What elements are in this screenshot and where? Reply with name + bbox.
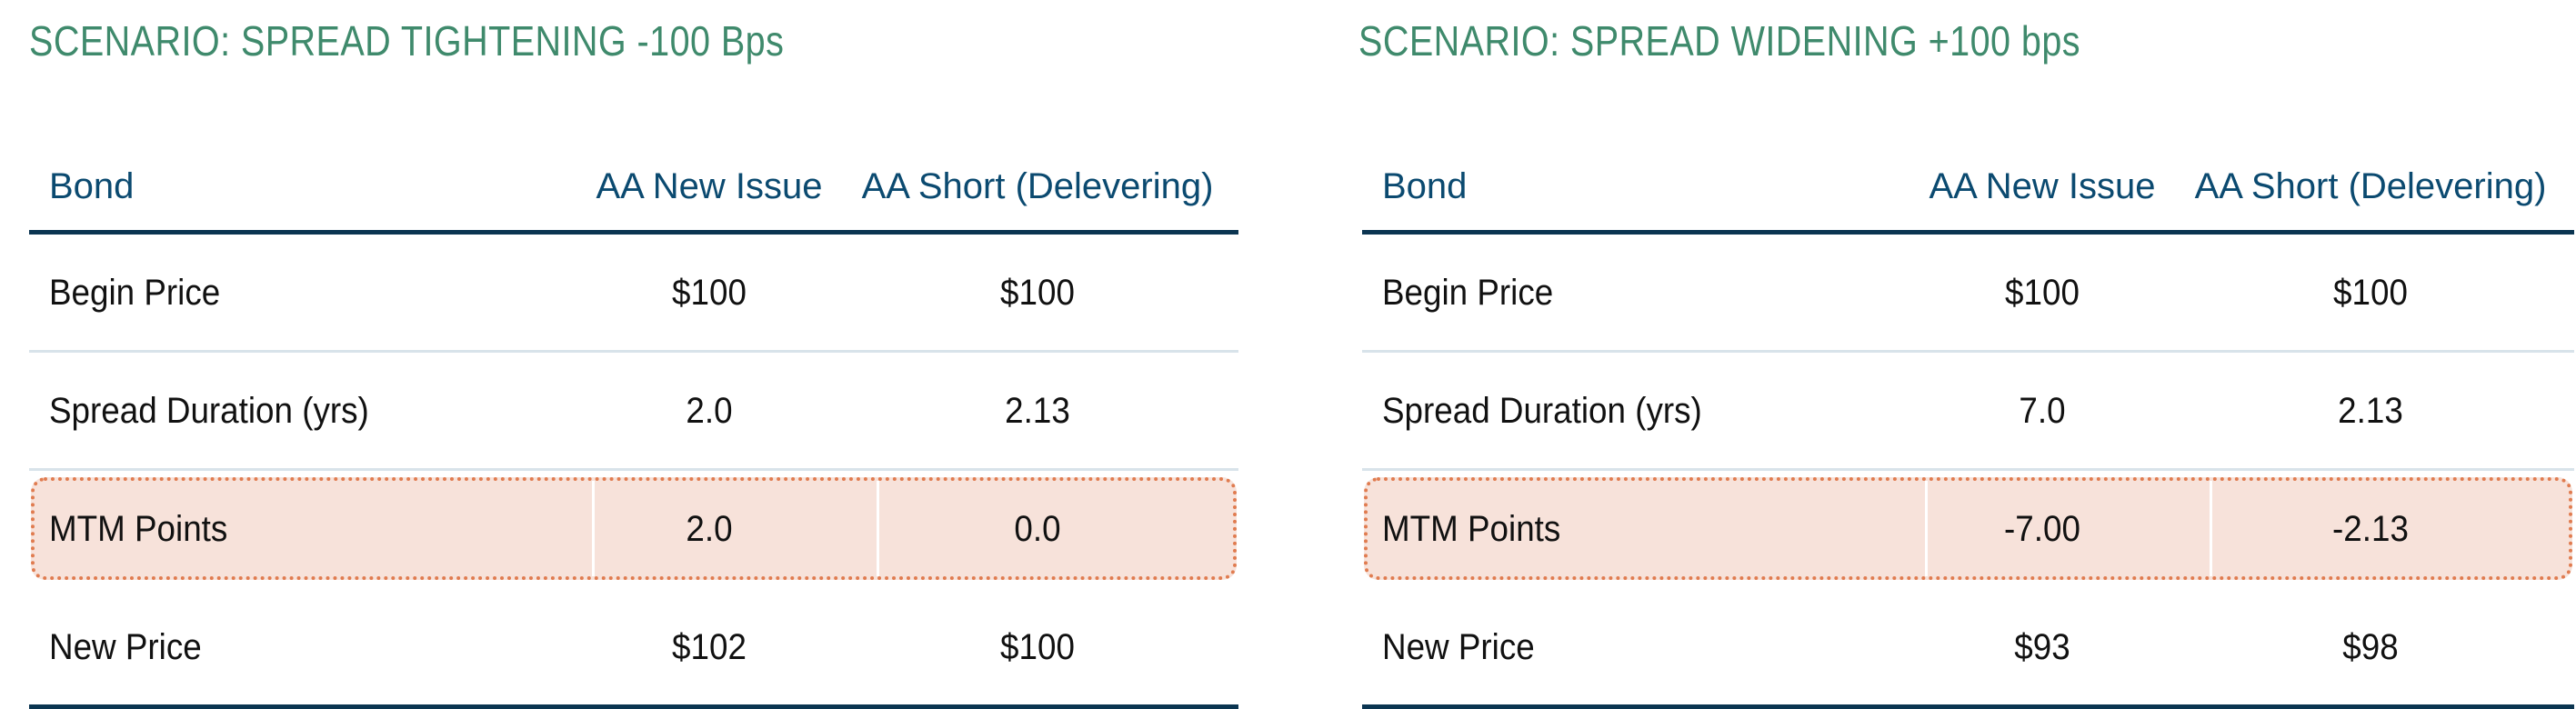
table-row-begin-price: Begin Price $100 $100 <box>1362 235 2574 353</box>
highlight-box <box>31 477 1237 580</box>
scenario-table: Bond AA New Issue AA Short (Delevering) … <box>1362 141 2574 709</box>
table-row-spread-duration: Spread Duration (yrs) 2.0 2.13 <box>29 353 1238 471</box>
cell-aa-new-issue: $100 <box>2005 273 2080 313</box>
row-label: Spread Duration (yrs) <box>1382 391 1702 431</box>
table-row-spread-duration: Spread Duration (yrs) 7.0 2.13 <box>1362 353 2574 471</box>
table-row-new-price: New Price $102 $100 <box>29 589 1238 709</box>
row-label: MTM Points <box>1382 509 1561 549</box>
scenario-panel-tightening: SCENARIO: SPREAD TIGHTENING -100 Bps Bon… <box>29 0 1270 709</box>
table-header: Bond AA New Issue AA Short (Delevering) <box>29 141 1238 235</box>
cell-aa-short: $100 <box>1000 273 1075 313</box>
cell-aa-short: $98 <box>2342 627 2399 667</box>
table-header: Bond AA New Issue AA Short (Delevering) <box>1362 141 2574 235</box>
row-label: Begin Price <box>49 273 221 313</box>
cell-aa-short: 0.0 <box>1014 509 1061 549</box>
row-label: Begin Price <box>1382 273 1554 313</box>
cell-aa-new-issue: $93 <box>2014 627 2070 667</box>
cell-aa-short: $100 <box>2333 273 2408 313</box>
cell-aa-short: 2.13 <box>1005 391 1070 431</box>
row-label: MTM Points <box>49 509 228 549</box>
column-header-aa-short: AA Short (Delevering) <box>2194 166 2547 206</box>
row-label: Spread Duration (yrs) <box>49 391 369 431</box>
scenario-title: SCENARIO: SPREAD WIDENING +100 bps <box>1358 17 2080 65</box>
cell-divider <box>877 481 879 576</box>
table-row-mtm-points-highlighted: MTM Points 2.0 0.0 <box>29 471 1238 589</box>
scenario-panel-widening: SCENARIO: SPREAD WIDENING +100 bps Bond … <box>1358 0 2576 709</box>
column-header-aa-new-issue: AA New Issue <box>596 166 823 206</box>
scenario-table: Bond AA New Issue AA Short (Delevering) … <box>29 141 1238 709</box>
column-header-bond: Bond <box>1382 166 1468 206</box>
table-row-new-price: New Price $93 $98 <box>1362 589 2574 709</box>
table-row-begin-price: Begin Price $100 $100 <box>29 235 1238 353</box>
cell-aa-short: 2.13 <box>2338 391 2403 431</box>
cell-aa-short: -2.13 <box>2332 509 2409 549</box>
scenario-title: SCENARIO: SPREAD TIGHTENING -100 Bps <box>29 17 785 65</box>
column-header-aa-new-issue: AA New Issue <box>1929 166 2156 206</box>
cell-divider <box>592 481 595 576</box>
highlight-box <box>1364 477 2572 580</box>
cell-divider <box>2210 481 2212 576</box>
column-header-bond: Bond <box>49 166 135 206</box>
row-label: New Price <box>1382 627 1535 667</box>
cell-aa-new-issue: -7.00 <box>2004 509 2080 549</box>
row-label: New Price <box>49 627 202 667</box>
cell-aa-new-issue: $100 <box>672 273 747 313</box>
cell-aa-new-issue: $102 <box>672 627 747 667</box>
cell-divider <box>1925 481 1928 576</box>
table-row-mtm-points-highlighted: MTM Points -7.00 -2.13 <box>1362 471 2574 589</box>
cell-aa-short: $100 <box>1000 627 1075 667</box>
cell-aa-new-issue: 2.0 <box>686 391 733 431</box>
column-header-aa-short: AA Short (Delevering) <box>861 166 1214 206</box>
cell-aa-new-issue: 7.0 <box>2019 391 2066 431</box>
cell-aa-new-issue: 2.0 <box>686 509 733 549</box>
